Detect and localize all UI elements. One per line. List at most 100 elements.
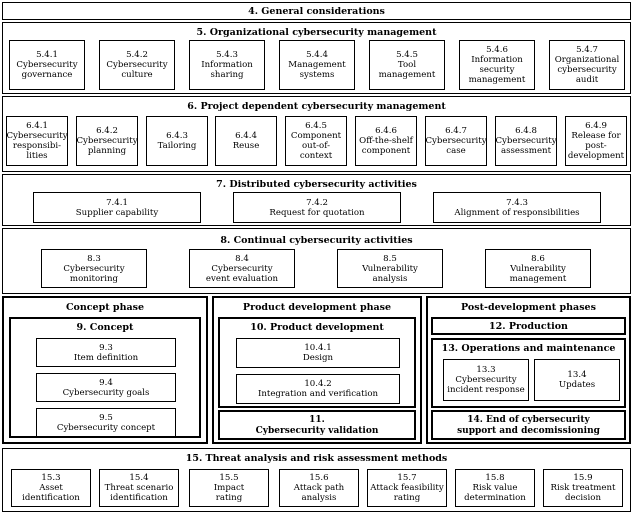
product-box-0-l1: Design [302, 353, 334, 363]
post-development-phases: Post-development phases 12. Production 1… [426, 296, 631, 444]
sec15-box-5-l1: Risk value [472, 483, 518, 493]
sec5-box-1-num: 5.4.2 [126, 50, 148, 60]
section-7-title: 7. Distributed cybersecurity activities [216, 179, 417, 190]
sec8-box-1-l2: event evaluation [205, 273, 279, 284]
sec15-box-0-l1: Asset [39, 483, 63, 493]
sec8-box-2-l2: analysis [372, 273, 408, 284]
concept-box-1-num: 9.4 [99, 377, 113, 388]
concept-box-2-l1: Cybersecurity concept [56, 422, 156, 433]
sec5-box-6-l3: audit [575, 75, 599, 85]
sec6-box-4-num: 6.4.5 [305, 121, 327, 131]
section-11-number: 11. [309, 415, 325, 425]
sec15-box-2-num: 15.5 [219, 473, 239, 483]
sec6-box-0-num: 6.4.1 [26, 121, 48, 131]
sec6-box-4-l2: out-of-context [299, 141, 333, 161]
concept-box-0-num: 9.3 [99, 342, 113, 353]
sec15-box-1-l2: identification [110, 493, 168, 503]
concept-phase-title: Concept phase [65, 302, 145, 313]
section-15-threat-analysis: 15. Threat analysis and risk assessment … [2, 448, 631, 512]
section-6-title: 6. Project dependent cybersecurity manag… [187, 101, 446, 112]
section-14-end-of-support: 14. End of cybersecurity support and dec… [431, 410, 626, 440]
sec5-box-6-l2: cybersecurity [557, 65, 617, 75]
sec15-box-2-l1: Impact [213, 483, 245, 493]
sec6-box-1-l2: planning [87, 146, 127, 156]
sec8-box-2-num: 8.5 [383, 253, 397, 264]
sec5-box-4-num: 5.4.5 [396, 50, 418, 60]
sec6-box-2-num: 6.4.3 [166, 131, 188, 141]
sec6-box-7-num: 6.4.8 [515, 126, 537, 136]
section-7-distributed-activities: 7. Distributed cybersecurity activities … [2, 174, 631, 226]
sec15-box-6-l1: Risk treatment [550, 483, 616, 493]
sec7-box-1-l1: Request for quotation [269, 207, 365, 218]
ops-box-0-l2: incident response [447, 385, 525, 395]
sec6-box-2-l1: Tailoring [157, 141, 197, 151]
sec6-box-8-num: 6.4.9 [585, 121, 607, 131]
sec6-box-1-num: 6.4.2 [96, 126, 118, 136]
sec6-box-5-l1: Off-the-shelf [359, 136, 413, 146]
ops-box-0-num: 13.3 [476, 365, 496, 375]
sec15-box-1-l1: Threat scenario [104, 483, 174, 493]
section-14-title-line1: 14. End of cybersecurity [467, 415, 590, 425]
sec5-box-0-num: 5.4.1 [36, 50, 58, 60]
section-4-general-considerations: 4. General considerations [2, 2, 631, 20]
sec6-box-3-num: 6.4.4 [235, 131, 257, 141]
sec15-box-4-l1: Attack feasibility [370, 483, 444, 493]
sec5-box-5-l1: Information [471, 55, 523, 65]
sec6-box-6-l1: Cybersecurity [425, 136, 487, 146]
sec6-box-6-num: 6.4.7 [445, 126, 467, 136]
sec15-box-0-num: 15.3 [41, 473, 61, 483]
sec15-box-4-l2: rating [393, 493, 421, 503]
sec7-box-0-l1: Supplier capability [75, 207, 159, 218]
section-4-title: 4. General considerations [248, 6, 385, 17]
sec5-box-0-l2: governance [21, 70, 73, 80]
sec5-box-3-l1: Management [288, 60, 346, 70]
sec8-box-1-num: 8.4 [235, 253, 249, 264]
section-5-title: 5. Organizational cybersecurity manageme… [196, 27, 437, 38]
sec8-box-0-l1: Cybersecurity [63, 263, 125, 274]
sec7-box-0-num: 7.4.1 [106, 197, 128, 208]
section-11-title: Cybersecurity validation [255, 426, 379, 436]
product-phase-title: Product development phase [242, 302, 392, 313]
sec15-box-3-l1: Attack path [293, 483, 345, 493]
sec5-box-4-l2: management [378, 70, 436, 80]
sec5-box-5-l3: management [468, 75, 526, 85]
sec5-box-1-l2: culture [121, 70, 153, 80]
sec5-box-6-num: 5.4.7 [576, 45, 598, 55]
sec15-box-6-l2: decision [564, 493, 602, 503]
sec5-box-1-l1: Cybersecurity [106, 60, 168, 70]
sec15-box-0-l2: identification [22, 493, 80, 503]
sec6-box-7-l2: assessment [500, 146, 552, 156]
concept-box-2-num: 9.5 [99, 412, 113, 423]
product-box-0-num: 10.4.1 [304, 343, 332, 353]
section-11-cybersecurity-validation: 11. Cybersecurity validation [218, 410, 416, 440]
section-14-title-line2: support and decomissioning [457, 426, 600, 436]
sec6-box-7-l1: Cybersecurity [495, 136, 557, 146]
sec6-box-5-num: 6.4.6 [375, 126, 397, 136]
sec6-box-3-l1: Reuse [232, 141, 260, 151]
